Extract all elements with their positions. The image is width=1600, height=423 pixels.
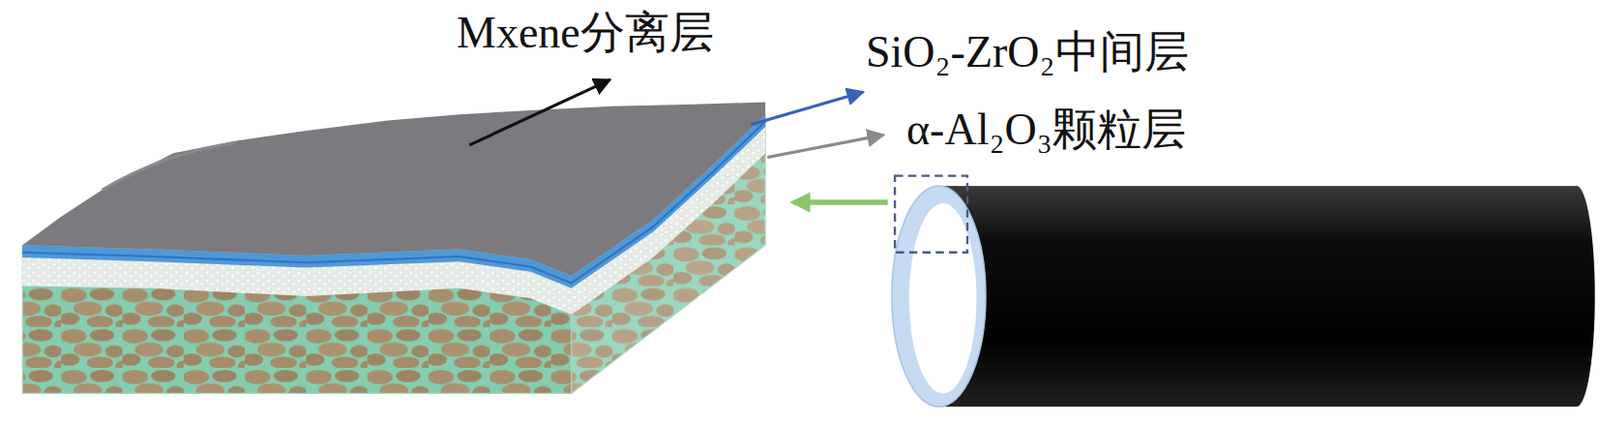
layer-label: SiO₂-ZrO₂中间层 [865, 27, 1189, 79]
layer-label: α-Al₂O₃颗粒层 [906, 104, 1186, 156]
layer-label: Mxene分离层 [456, 7, 714, 60]
